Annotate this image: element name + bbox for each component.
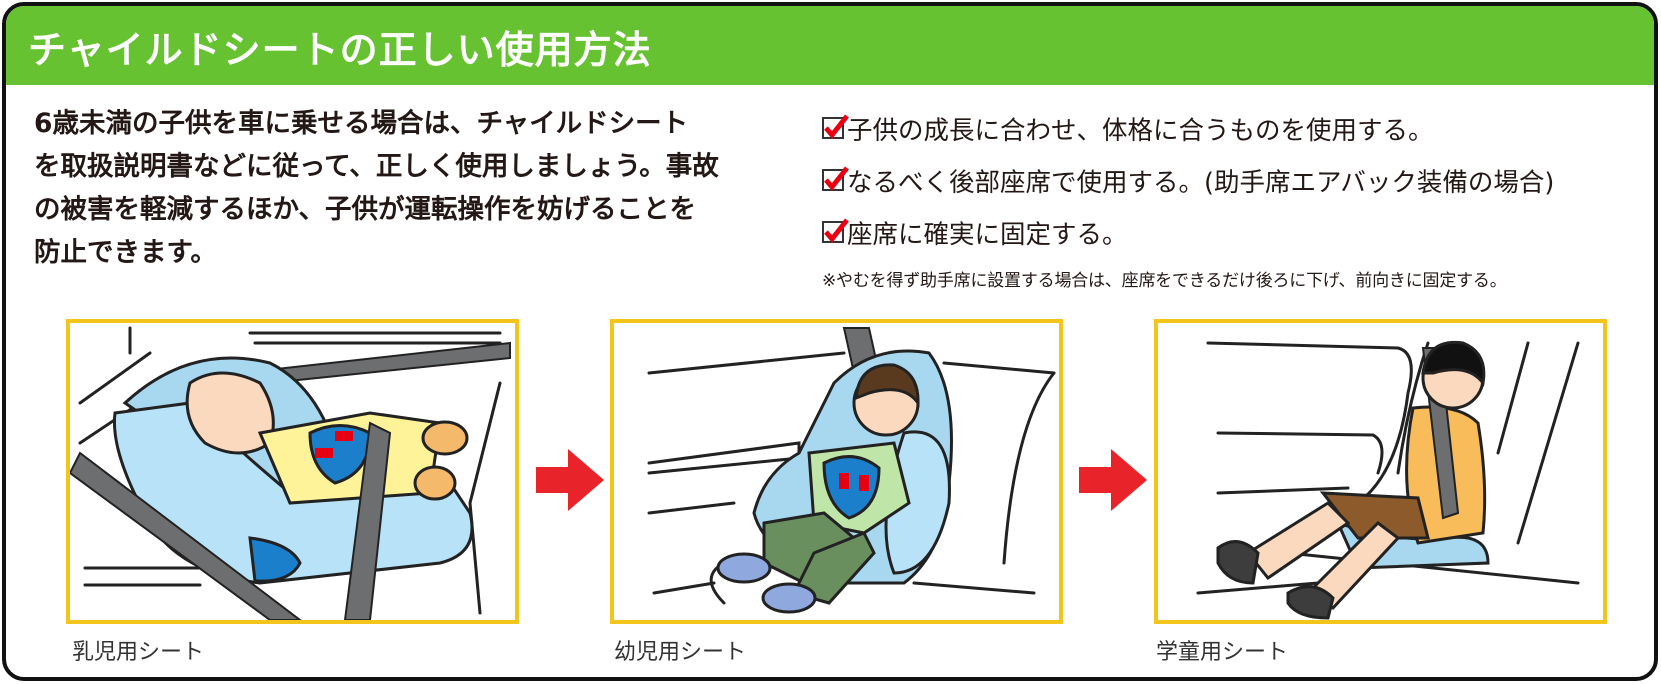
toddler-seat-illustration (610, 319, 1063, 624)
checklist-item: 子供の成長に合わせ、体格に合うものを使用する。 (822, 102, 1652, 154)
checklist: 子供の成長に合わせ、体格に合うものを使用する。 なるべく後部座席で使用する。(助… (822, 102, 1652, 291)
checklist-item: 座席に確実に固定する。 (822, 206, 1652, 258)
intro-line: を取扱説明書などに従って、正しく使用しましょう。事故 (34, 151, 719, 182)
checkbox-checked-icon (822, 166, 849, 191)
stage-label-toddler: 幼児用シート (614, 640, 747, 665)
stage-label-school-age: 学童用シート (1156, 640, 1289, 665)
arrow-right-icon (536, 449, 606, 515)
intro-paragraph: 6歳未満の子供を車に乗せる場合は、チャイルドシート を取扱説明書などに従って、正… (34, 102, 782, 274)
booster-seat-illustration (1154, 319, 1607, 624)
header-banner: チャイルドシートの正しい使用方法 (6, 6, 1654, 85)
footnote: ※やむを得ず助手席に設置する場合は、座席をできるだけ後ろに下げ、前向きに固定する… (822, 271, 1507, 291)
arrow-right-icon (1079, 449, 1149, 515)
stage-label-infant: 乳児用シート (72, 640, 205, 665)
intro-line: 防止できます。 (34, 237, 217, 268)
checkbox-checked-icon (822, 218, 849, 243)
checkbox-checked-icon (822, 114, 849, 139)
page-title: チャイルドシートの正しい使用方法 (28, 28, 652, 72)
checklist-item-text: 座席に確実に固定する。 (847, 219, 1128, 250)
checklist-item-text: なるべく後部座席で使用する。(助手席エアバック装備の場合) (847, 167, 1555, 198)
intro-line: の被害を軽減するほか、子供が運転操作を妨げることを (34, 194, 696, 225)
checklist-item-text: 子供の成長に合わせ、体格に合うものを使用する。 (847, 115, 1434, 146)
infant-seat-illustration (66, 319, 519, 624)
intro-line: 6歳未満の子供を車に乗せる場合は、チャイルドシート (34, 108, 689, 139)
checklist-item: なるべく後部座席で使用する。(助手席エアバック装備の場合) (822, 154, 1652, 206)
